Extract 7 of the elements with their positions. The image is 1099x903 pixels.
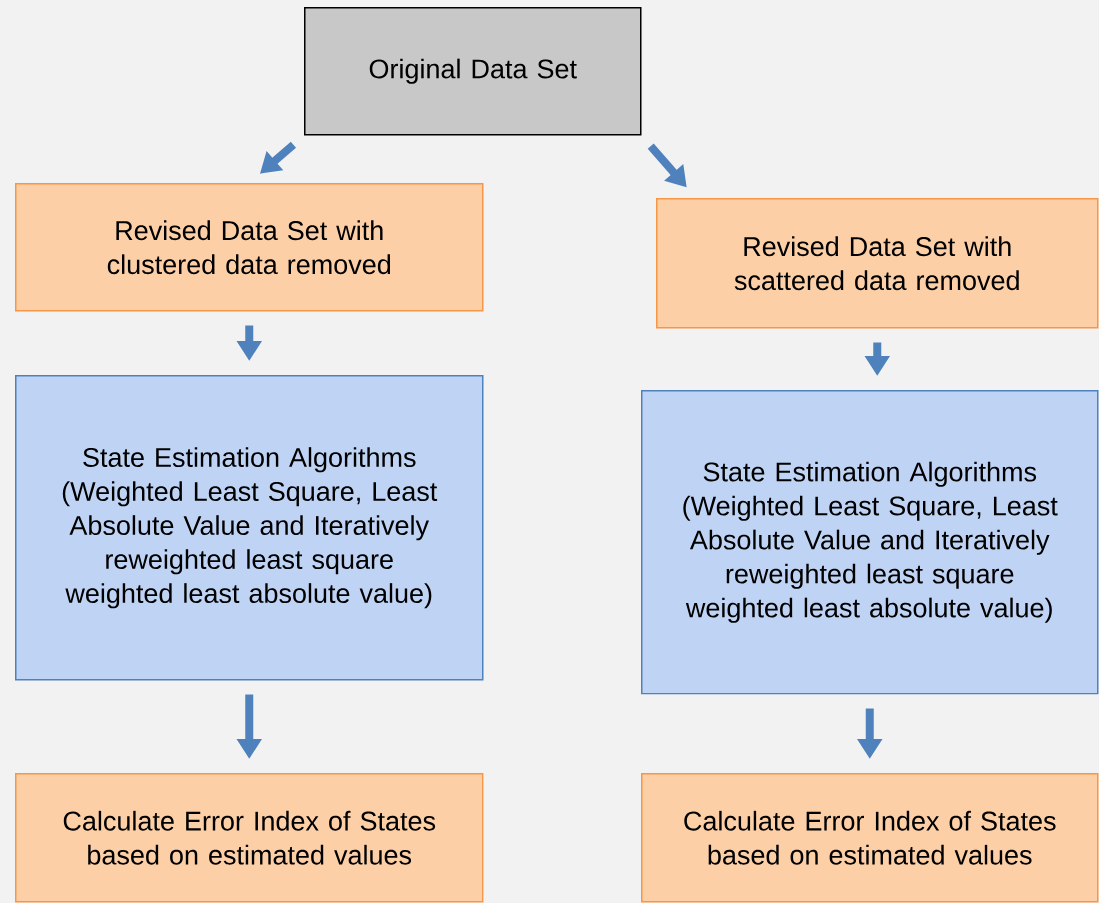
process-box: Calculate Error Index of States based on estimated values (641, 773, 1099, 903)
process-box: State Estimation Algorithms (Weighted Least Square, Least Absolute Value and Iteratively reweighted least square weighted least absolute value) (641, 390, 1099, 695)
process-box: Revised Data Set with scattered data removed (656, 198, 1099, 329)
process-box: Revised Data Set with clustered data removed (15, 183, 484, 312)
process-box: Original Data Set (304, 7, 642, 136)
process-box: Calculate Error Index of States based on estimated values (15, 773, 484, 903)
process-box: State Estimation Algorithms (Weighted Least Square, Least Absolute Value and Iteratively reweighted least square weighted least absolute value) (15, 375, 484, 681)
